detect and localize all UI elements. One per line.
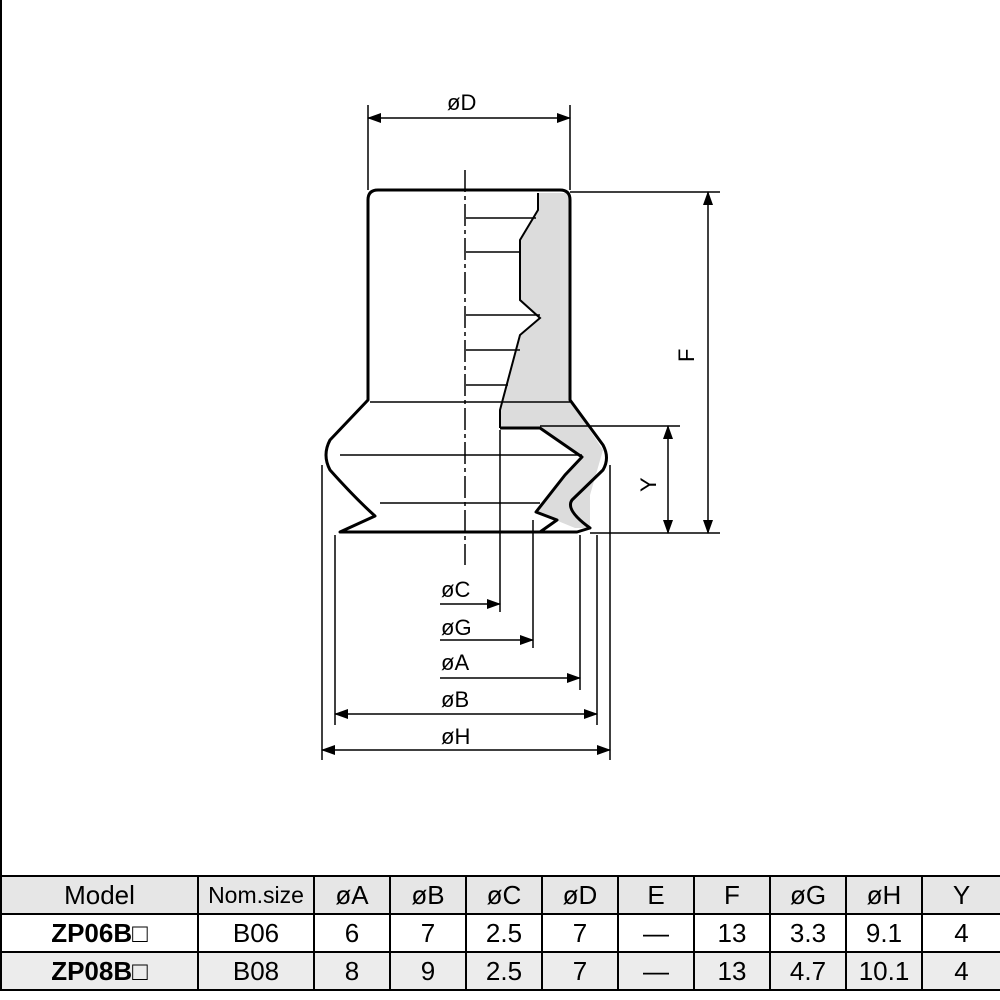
header-nom-size: Nom.size [197, 875, 315, 915]
section-inner-edge [499, 193, 542, 428]
cell-y: 4 [921, 951, 1000, 991]
dimension-f [570, 191, 720, 534]
cell-dia-g: 4.7 [769, 951, 847, 991]
cell-dia-d: 7 [541, 951, 619, 991]
cell-e: — [617, 913, 695, 953]
cell-dia-a: 6 [313, 913, 391, 953]
section-fill [500, 193, 603, 528]
cell-dia-d: 7 [541, 913, 619, 953]
label-dia-c: øC [441, 577, 470, 602]
cell-e: — [617, 951, 695, 991]
cell-dia-a: 8 [313, 951, 391, 991]
pad-detail-lines [340, 217, 582, 504]
table-row: ZP08B□ B08 8 9 2.5 7 — 13 4.7 10.1 4 [0, 951, 1000, 991]
label-dia-g: øG [441, 615, 472, 640]
cell-dia-h: 10.1 [845, 951, 923, 991]
spec-table: Model Nom.size øA øB øC øD E F øG øH Y Z… [0, 875, 1000, 991]
header-y: Y [921, 875, 1000, 915]
cell-nom-size: B06 [197, 913, 315, 953]
header-e: E [617, 875, 695, 915]
label-dia-b: øB [441, 687, 469, 712]
cell-dia-b: 9 [389, 951, 467, 991]
header-model: Model [0, 875, 199, 915]
cell-f: 13 [693, 951, 771, 991]
pad-outline [324, 188, 608, 534]
header-dia-d: øD [541, 875, 619, 915]
cell-dia-c: 2.5 [465, 913, 543, 953]
cell-y: 4 [921, 913, 1000, 953]
cell-dia-h: 9.1 [845, 913, 923, 953]
header-dia-c: øC [465, 875, 543, 915]
label-y: Y [636, 477, 661, 492]
header-dia-h: øH [845, 875, 923, 915]
frame-left-border [0, 0, 2, 875]
cell-dia-c: 2.5 [465, 951, 543, 991]
label-dia-h: øH [441, 724, 470, 749]
cell-dia-g: 3.3 [769, 913, 847, 953]
dimension-y [540, 425, 680, 534]
label-dia-a: øA [441, 650, 469, 675]
header-f: F [693, 875, 771, 915]
label-f: F [674, 349, 699, 362]
cell-f: 13 [693, 913, 771, 953]
cell-dia-b: 7 [389, 913, 467, 953]
table-header-row: Model Nom.size øA øB øC øD E F øG øH Y [0, 875, 1000, 915]
header-dia-g: øG [769, 875, 847, 915]
cell-model: ZP06B□ [0, 913, 199, 953]
dimension-d [367, 105, 571, 190]
header-dia-a: øA [313, 875, 391, 915]
header-dia-b: øB [389, 875, 467, 915]
bottom-extension-lines [321, 430, 611, 760]
cell-nom-size: B08 [197, 951, 315, 991]
table-row: ZP06B□ B06 6 7 2.5 7 — 13 3.3 9.1 4 [0, 913, 1000, 953]
cell-model: ZP08B□ [0, 951, 199, 991]
label-dia-d: øD [447, 90, 476, 115]
vacuum-pad-drawing: øD F Y øC øG øA øB øH [321, 90, 720, 760]
